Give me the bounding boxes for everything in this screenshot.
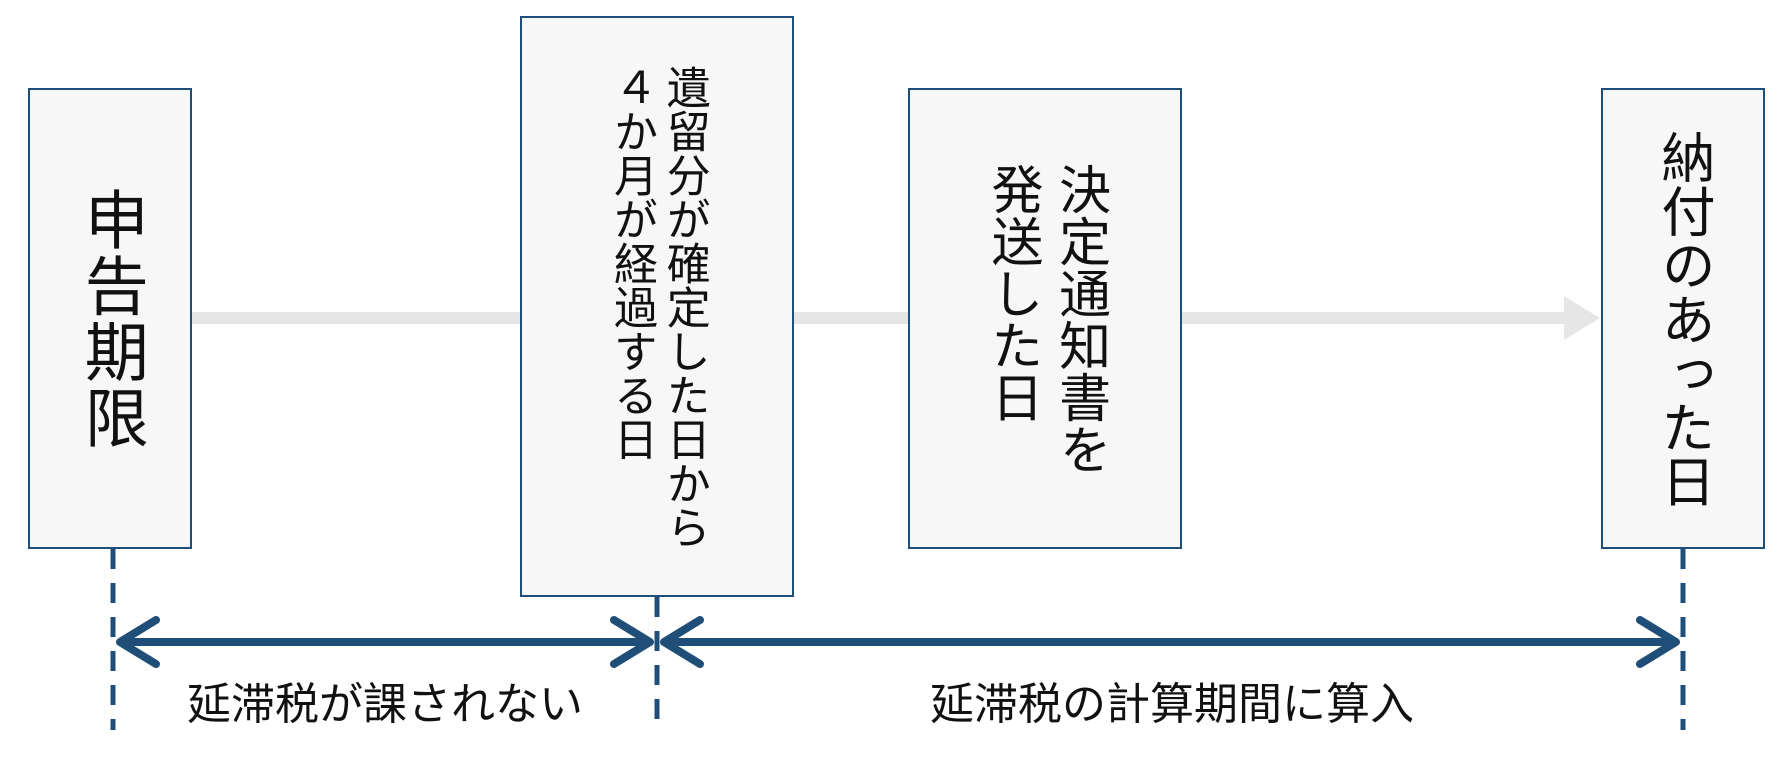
event-label-notice-sent: 決定通知書を 発送した日 <box>982 162 1110 475</box>
event-label-filing-deadline: 申告期限 <box>73 186 148 451</box>
event-box-filing-deadline: 申告期限 <box>28 88 192 549</box>
period-label-no-tax: 延滞税が課されない <box>187 679 583 730</box>
period-no-tax-arrowhead-left <box>116 616 160 668</box>
event-label-four-months-after-confirmation: 遺留分が確定した日から ４か月が経過する日 <box>606 64 710 549</box>
period-counted-arrowhead-right <box>1636 616 1680 668</box>
period-counted-arrowhead-left <box>660 616 704 668</box>
timeline-arrowhead <box>1564 296 1600 340</box>
event-label-payment-date: 納付のあった日 <box>1652 129 1716 508</box>
event-box-notice-sent: 決定通知書を 発送した日 <box>908 88 1182 549</box>
event-box-payment-date: 納付のあった日 <box>1601 88 1765 549</box>
period-no-tax-arrowhead-right <box>610 616 654 668</box>
period-label-counted: 延滞税の計算期間に算入 <box>930 679 1414 730</box>
event-box-four-months-after-confirmation: 遺留分が確定した日から ４か月が経過する日 <box>520 16 794 597</box>
